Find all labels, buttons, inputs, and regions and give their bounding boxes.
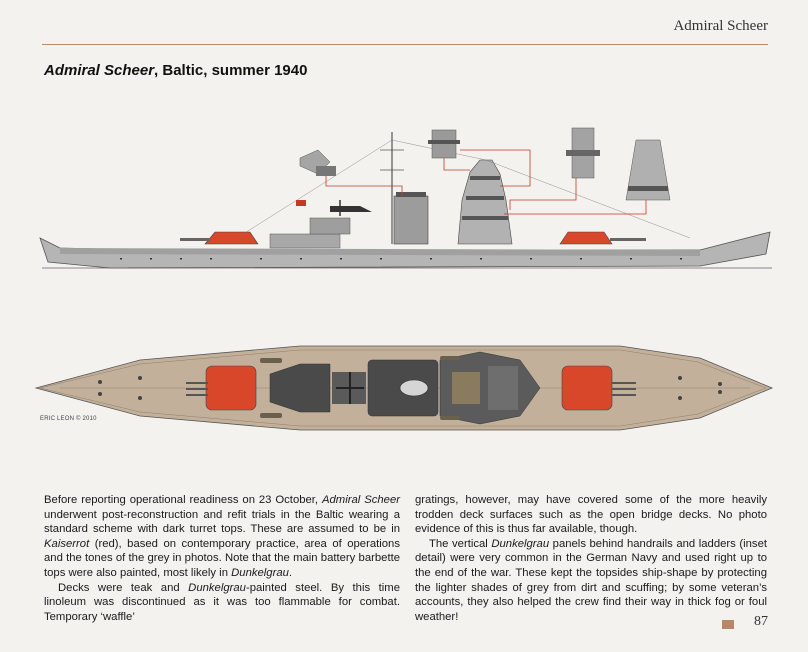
running-head: Admiral Scheer [673, 18, 768, 34]
text-run: -painted steel. By this time linoleum wa… [44, 581, 400, 623]
page-number: 87 [754, 614, 768, 629]
text-run: panels behind handrails and ladders (ins… [415, 537, 767, 623]
plan-view [34, 345, 774, 431]
caption-rest: , Baltic, summer 1940 [154, 62, 308, 79]
text-run: Decks were teak and [58, 581, 189, 594]
text-run: (red), based on contemporary practice, a… [44, 537, 400, 579]
term-kaiserrot: Kaiserrot [44, 537, 90, 550]
profile-view [39, 127, 772, 269]
ship-plates [34, 127, 774, 431]
paragraph: The vertical Dunkelgrau panels behind ha… [415, 537, 767, 625]
ship-name: Admiral Scheer [321, 494, 400, 506]
paragraph: Before reporting operational readiness o… [44, 493, 400, 581]
term-dunkelgrau: Dunkelgrau [188, 581, 246, 594]
text-run: Before reporting operational readiness o… [44, 494, 322, 506]
paragraph: Decks were teak and Dunkelgrau-painted s… [44, 581, 400, 625]
plate-caption: Admiral Scheer, Baltic, summer 1940 [44, 62, 307, 79]
folio-mark [722, 620, 734, 629]
text-column-left: Before reporting operational readiness o… [44, 493, 400, 624]
paragraph: gratings, however, may have covered some… [415, 494, 767, 536]
text-run: . [288, 566, 293, 579]
text-run: The vertical [429, 537, 492, 550]
caption-ship-name: Admiral Scheer [44, 62, 155, 79]
inset-details [299, 127, 671, 201]
term-dunkelgrau: Dunkelgrau [491, 537, 550, 550]
artist-credit: ERIC LEON © 2010 [40, 416, 97, 422]
text-run: underwent post-reconstruction and refit … [44, 508, 400, 536]
text-column-right: gratings, however, may have covered some… [415, 493, 767, 624]
term-dunkelgrau: Dunkelgrau [231, 566, 289, 579]
header-rule [42, 44, 768, 45]
